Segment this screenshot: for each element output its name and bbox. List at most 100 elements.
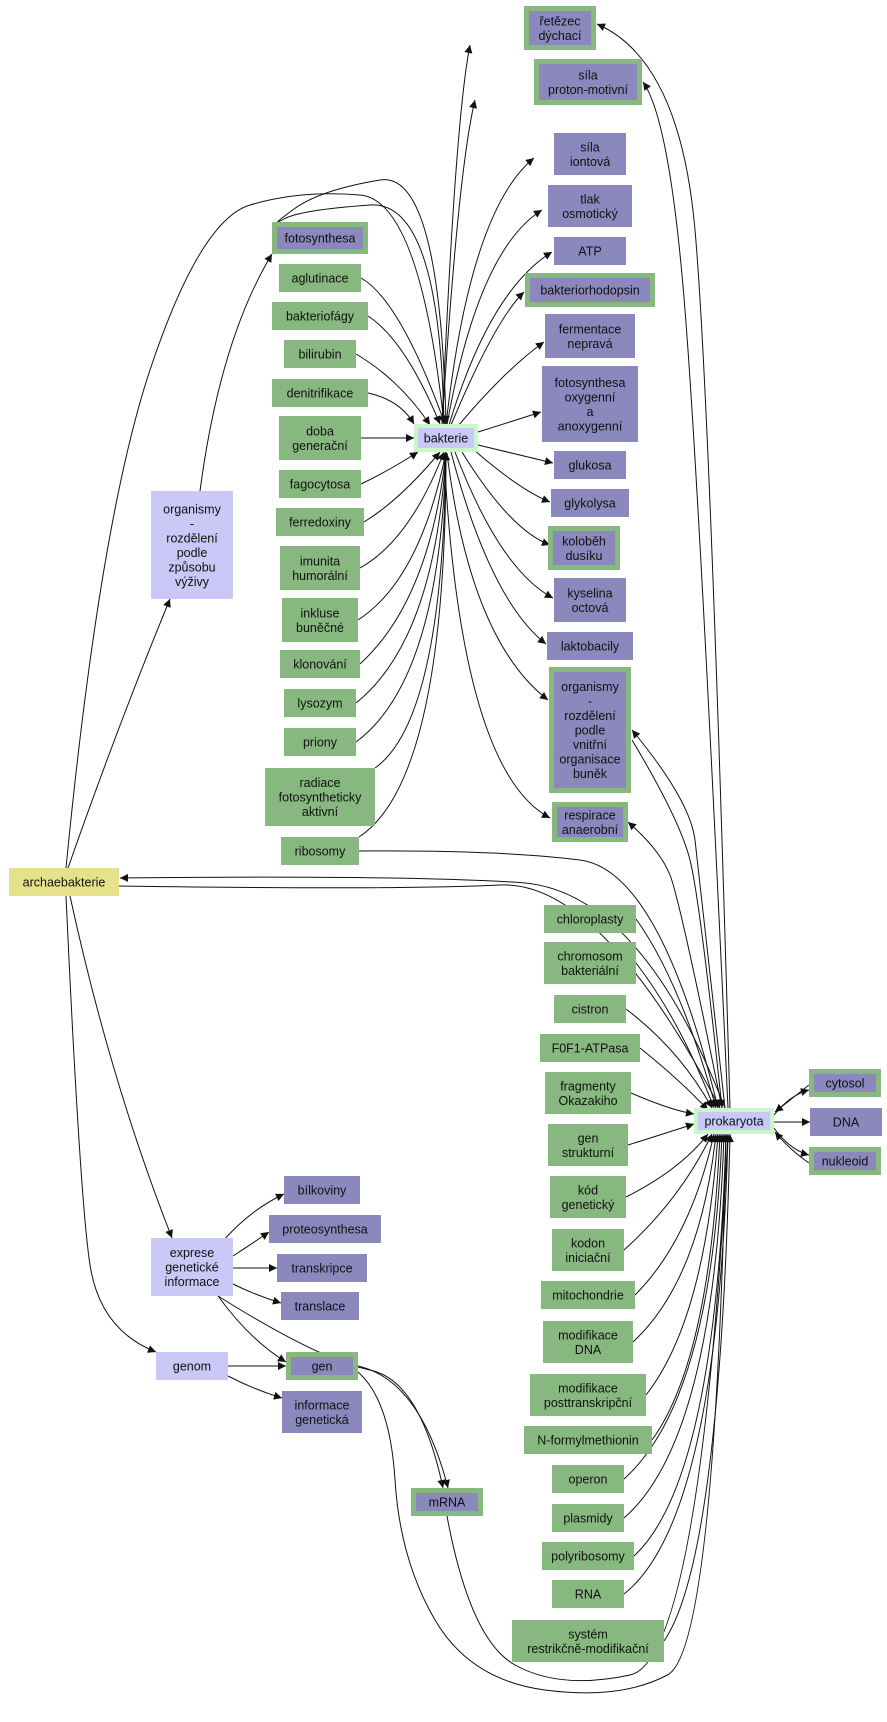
node-ferredoxiny[interactable]: ferredoxiny (276, 508, 364, 536)
node-klonovani[interactable]: klonování (280, 650, 360, 678)
node-laktobacily[interactable]: laktobacily (547, 632, 633, 660)
node-bakteriofagy[interactable]: bakteriofágy (272, 302, 368, 330)
node-aglutinace[interactable]: aglutinace (279, 264, 361, 292)
node-bilirubin[interactable]: bilirubin (284, 340, 356, 368)
node-priony[interactable]: priony (284, 728, 356, 756)
node-box (9, 868, 119, 896)
edge-prokaryota-to-cytosol (773, 1088, 810, 1116)
node-atp[interactable]: ATP (554, 237, 626, 265)
node-nformyl[interactable]: N-formylmethionin (524, 1426, 652, 1454)
node-gen[interactable]: gen (286, 1352, 358, 1380)
node-cistron[interactable]: cistron (554, 995, 626, 1023)
edge-prokaryota-to-org_vnitrni (631, 729, 726, 1109)
node-glukosa[interactable]: glukosa (554, 451, 626, 479)
node-plasmidy[interactable]: plasmidy (552, 1504, 624, 1532)
node-inner-box (553, 531, 615, 565)
node-chloroplasty[interactable]: chloroplasty (544, 905, 636, 933)
edge-klonovani-to-bakterie (359, 451, 450, 665)
node-box (540, 1034, 640, 1062)
edge-fagocytosa-to-bakterie (360, 451, 419, 485)
node-mrna[interactable]: mRNA (411, 1488, 483, 1516)
node-polyribosomy[interactable]: polyribosomy (542, 1542, 634, 1570)
node-label-line: humorální (292, 569, 348, 583)
edge-nukleoid-to-prokaryota (774, 1131, 810, 1164)
node-genom[interactable]: genom (156, 1352, 228, 1380)
node-archaebakterie[interactable]: archaebakterie (9, 868, 119, 896)
node-lysozym[interactable]: lysozym (284, 689, 356, 717)
node-box (512, 1620, 664, 1662)
node-box (151, 491, 233, 599)
node-box (284, 1176, 360, 1204)
node-ribosomy[interactable]: ribosomy (281, 837, 359, 865)
node-label-line: fotosyntheticky (279, 791, 362, 805)
node-label-line: F0F1-ATPasa (552, 1042, 629, 1056)
edge-imunita-to-bakterie (359, 451, 445, 569)
node-label-line: rozdělení (166, 531, 218, 545)
node-mitochondrie[interactable]: mitochondrie (541, 1281, 635, 1309)
node-box (554, 237, 626, 265)
node-inner-box (814, 1152, 876, 1170)
node-bilkoviny[interactable]: bílkoviny (284, 1176, 360, 1204)
node-cytosol[interactable]: cytosol (809, 1069, 881, 1097)
node-proteosynthesa[interactable]: proteosynthesa (269, 1215, 381, 1243)
edge-bakteriofagy-to-bakterie (367, 315, 441, 425)
edge-modifikace_post-to-prokaryota (645, 1133, 722, 1396)
node-box (156, 1352, 228, 1380)
node-label-line: bakteriorhodopsin (540, 284, 639, 298)
node-box (530, 1374, 646, 1416)
node-transkripce[interactable]: transkripce (277, 1254, 367, 1282)
node-operon[interactable]: operon (552, 1465, 624, 1493)
node-box (269, 1215, 381, 1243)
node-nukleoid[interactable]: nukleoid (809, 1147, 881, 1175)
node-rna[interactable]: RNA (552, 1580, 624, 1608)
node-label-line: octová (572, 601, 609, 615)
node-label-line: posttranskripční (544, 1396, 633, 1410)
node-label-line: respirace (564, 808, 615, 822)
node-fagocytosa[interactable]: fagocytosa (279, 470, 361, 498)
node-prokaryota[interactable]: prokaryota (694, 1108, 774, 1134)
node-fotosynthesa[interactable]: fotosynthesa (272, 222, 368, 254)
node-org_vnitrni[interactable]: organismy-rozdělenípodlevnitřníorganisac… (549, 667, 631, 793)
edge-exprese-to-proteosynthesa (232, 1231, 270, 1257)
node-denitrifikace[interactable]: denitrifikace (272, 379, 368, 407)
node-f0f1[interactable]: F0F1-ATPasa (540, 1034, 640, 1062)
node-label-line: fagocytosa (290, 478, 351, 492)
node-label-line: modifikace (558, 1328, 618, 1342)
node-bakterie[interactable]: bakterie (414, 424, 478, 452)
node-box (550, 1176, 626, 1218)
edge-kod-to-prokaryota (625, 1133, 709, 1198)
node-label-line: podle (177, 546, 208, 560)
edge-ferredoxiny-to-bakterie (363, 451, 441, 523)
node-label-line: ribosomy (295, 845, 346, 859)
node-translace[interactable]: translace (281, 1292, 359, 1320)
node-box (282, 1391, 362, 1433)
edge-ribosomy-to-bakterie (358, 451, 450, 838)
node-bakteriorh[interactable]: bakteriorhodopsin (525, 273, 655, 307)
node-glykolysa[interactable]: glykolysa (551, 489, 629, 517)
node-dna[interactable]: DNA (810, 1108, 882, 1136)
